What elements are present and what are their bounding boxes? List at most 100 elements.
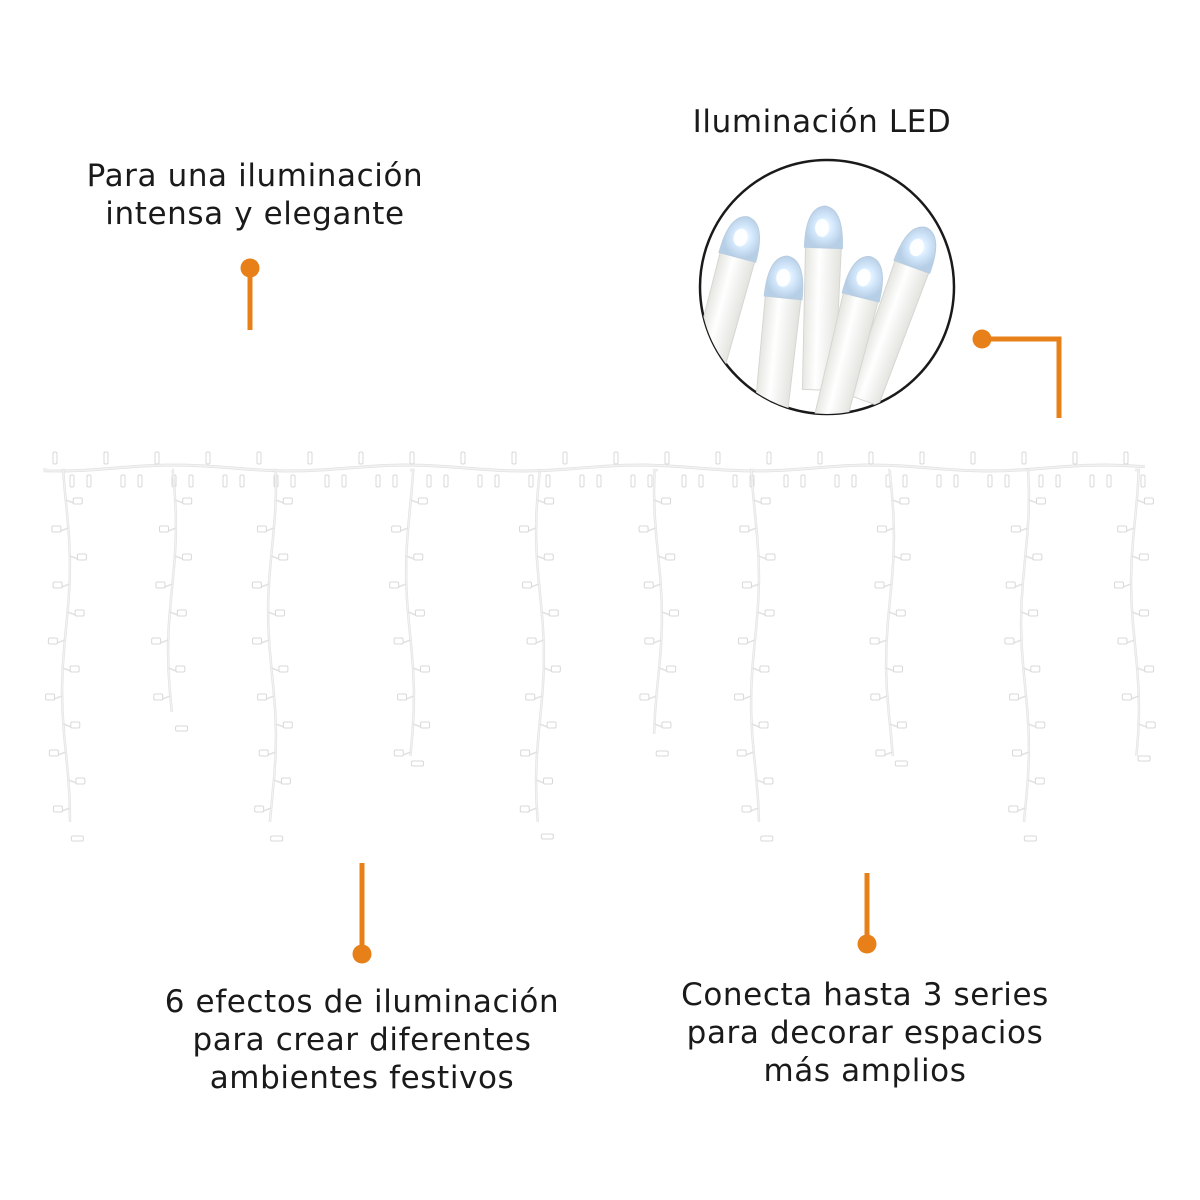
drop-bulb-stem: [647, 527, 656, 532]
drop-cable-core: [1020, 469, 1030, 823]
drop-bulb-stem: [1131, 611, 1141, 616]
drop-bulb: [52, 581, 63, 589]
drop-bulb: [52, 805, 63, 813]
drop-bulb: [876, 525, 887, 533]
top-cable-bulb: [528, 474, 534, 488]
top-cable-bulb: [222, 474, 228, 488]
drop-bulb-stem: [399, 527, 409, 532]
drop-bulb-stem: [265, 527, 275, 532]
drop-bulb: [875, 749, 886, 757]
drop-bulb: [520, 749, 531, 757]
drop-bulb: [70, 721, 81, 729]
top-cable-bulb: [375, 474, 381, 488]
drop-bulb-stem: [889, 723, 899, 728]
drop-bulb-stem: [536, 555, 546, 560]
drop-bulb-stem: [61, 807, 71, 812]
top-cable-bulb: [290, 474, 296, 488]
drop-cable-core: [653, 469, 663, 735]
drop-bulb-stem: [260, 583, 270, 588]
top-cable-bulb: [409, 451, 415, 465]
drop-bulb: [1035, 497, 1046, 505]
drop-bulb-stem: [657, 555, 667, 560]
top-cable-bulb: [851, 474, 857, 488]
drop-bulb: [760, 497, 771, 505]
top-cable-bulb: [579, 474, 585, 488]
drop-bulb-stem: [746, 639, 756, 644]
drop-bulb: [765, 553, 776, 561]
top-cable-bulb: [188, 474, 194, 488]
drop-bulb: [1114, 581, 1125, 589]
drop-bulb-stem: [884, 751, 893, 756]
drop-bulb: [1139, 609, 1150, 617]
drop-bulb-stem: [1019, 527, 1029, 532]
drop-bulb-stem: [756, 779, 765, 784]
top-cable-bulb: [766, 451, 772, 465]
drop-bulb-stem: [1136, 667, 1146, 672]
pointer-line-led: [982, 336, 1062, 418]
drop-bulb: [1117, 637, 1128, 645]
drop-bulb-stem: [1131, 555, 1141, 560]
top-cable-bulb: [256, 451, 262, 465]
drop-cable-core: [885, 469, 895, 757]
drop-end-bulb: [894, 760, 908, 767]
top-cable-bulb: [1089, 474, 1095, 488]
drop-bulb: [47, 637, 58, 645]
drop-bulb-stem: [405, 695, 415, 700]
drop-bulb: [258, 749, 269, 757]
drop-bulb-stem: [412, 667, 422, 672]
caption-line: 6 efectos de iluminación: [164, 984, 560, 1020]
drop-bulb: [895, 609, 906, 617]
drop-bulb-stem: [654, 723, 663, 728]
drop-bulb-stem: [752, 667, 761, 672]
caption-line: más amplios: [763, 1053, 967, 1089]
drop-bulb: [661, 497, 672, 505]
drop-bulb: [519, 805, 530, 813]
top-cable-bulb: [358, 451, 364, 465]
drop-bulb: [75, 777, 86, 785]
drop-bulb: [900, 553, 911, 561]
drop-bulb-stem: [1020, 611, 1030, 616]
drop-cable: [534, 468, 546, 823]
drop-end-bulb: [70, 835, 84, 842]
drop-bulb-stem: [527, 527, 537, 532]
led-bulb: [810, 256, 883, 414]
top-cable-bulb: [987, 474, 993, 488]
drop-bulb-stem: [1136, 499, 1146, 504]
drop-bulb: [668, 609, 679, 617]
top-cable-bulb: [681, 474, 687, 488]
drop-bulb-stem: [530, 583, 540, 588]
top-cable-bulb: [647, 474, 653, 488]
top-cable-bulb: [783, 474, 789, 488]
drop-bulb: [639, 693, 650, 701]
caption-connect-series: Conecta hasta 3 series para decorar espa…: [650, 976, 1080, 1090]
drop-bulb: [1121, 693, 1132, 701]
drop-bulb: [1145, 721, 1156, 729]
top-cable-bulb: [494, 474, 500, 488]
drop-bulb: [396, 693, 407, 701]
drop-bulb: [737, 637, 748, 645]
drop-bulb: [1030, 665, 1041, 673]
drop-end-bulb: [410, 760, 424, 767]
drop-bulb-stem: [60, 527, 69, 532]
drop-bulb: [278, 665, 289, 673]
led-bulb-highlight: [733, 228, 748, 247]
drop-end-bulb: [175, 725, 189, 732]
drop-bulb-stem: [1138, 723, 1147, 728]
caption-line: intensa y elegante: [105, 196, 405, 232]
drop-bulb: [256, 525, 267, 533]
drop-bulb: [278, 553, 289, 561]
drop-bulb-stem: [748, 527, 757, 532]
drop-bulb: [869, 637, 880, 645]
drop-bulb-stem: [1023, 667, 1032, 672]
top-cable-bulb: [1140, 474, 1146, 488]
drop-bulb: [417, 497, 428, 505]
drop-bulb-stem: [653, 639, 662, 644]
drop-bulb-stem: [1122, 583, 1132, 588]
top-cable-bulb: [698, 474, 704, 488]
drop-bulb-stem: [533, 695, 543, 700]
drop-bulb-stem: [652, 583, 661, 588]
drop-bulb: [1028, 609, 1039, 617]
drop-bulb: [251, 581, 262, 589]
